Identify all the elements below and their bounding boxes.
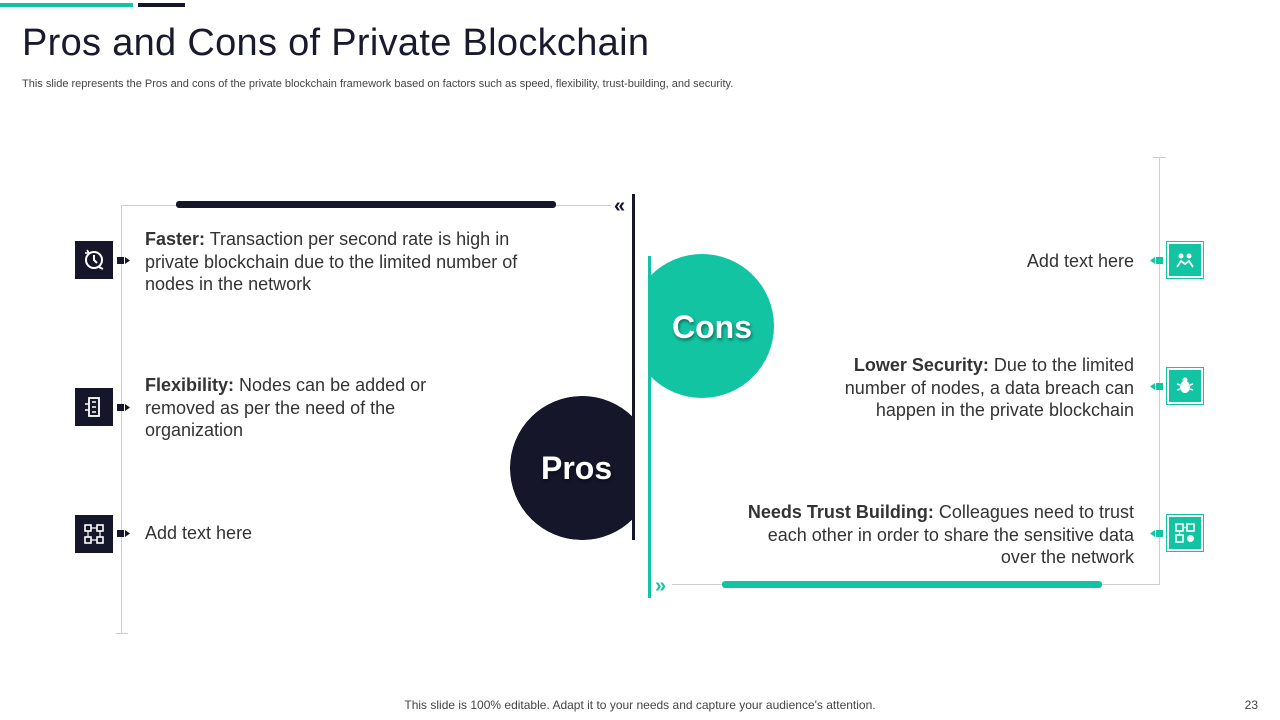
cons-item-1: Add text here <box>834 250 1134 273</box>
pros-item-icon-box <box>75 515 113 553</box>
cons-item-3: Needs Trust Building: Colleagues need to… <box>744 501 1134 569</box>
speed-clock-icon <box>85 249 104 270</box>
pros-item-2: Flexibility: Nodes can be added or remov… <box>145 374 435 442</box>
cons-top-cap <box>1153 157 1166 158</box>
pros-item-text: Add text here <box>145 523 253 543</box>
page-subtitle: This slide represents the Pros and cons … <box>22 78 734 90</box>
handshake-icon <box>1176 253 1194 268</box>
page-number: 23 <box>1244 698 1258 712</box>
pros-divider <box>632 194 635 540</box>
pros-chevron-icon: « <box>614 195 626 217</box>
blockchain-nodes-icon <box>85 397 100 417</box>
top-accent-teal <box>0 3 133 7</box>
cons-item-icon-box <box>1166 367 1204 405</box>
pros-item-icon-box <box>75 388 113 426</box>
security-bug-icon <box>1176 377 1194 393</box>
cons-item-text: Due to the limited number of nodes, a da… <box>844 355 1134 420</box>
page-title: Pros and Cons of Private Blockchain <box>22 22 650 64</box>
connector-arrow-icon <box>117 530 130 537</box>
pros-item-heading: Faster: <box>145 229 206 249</box>
cons-label: Cons <box>672 309 752 345</box>
cons-item-text: Add text here <box>1026 251 1134 271</box>
network-grid-icon <box>84 524 104 544</box>
pros-circle <box>510 396 654 540</box>
cons-item-heading: Needs Trust Building: <box>747 502 934 522</box>
footer-note: This slide is 100% editable. Adapt it to… <box>404 698 876 712</box>
pros-item-text: Nodes can be added or removed as per the… <box>145 375 427 440</box>
pros-item-text: Transaction per second rate is high in p… <box>145 229 518 294</box>
cons-footer-bar <box>722 581 1102 588</box>
cons-item-heading: Lower Security: <box>853 355 989 375</box>
pros-item-3: Add text here <box>145 522 445 545</box>
cons-item-2: Lower Security: Due to the limited numbe… <box>814 354 1134 422</box>
pros-item-heading: Flexibility: <box>145 375 235 395</box>
cons-chevron-icon: » <box>655 575 667 597</box>
cons-item-text: Colleagues need to trust each other in o… <box>767 502 1134 567</box>
pros-header-bar <box>176 201 556 208</box>
pros-label: Pros <box>541 450 613 486</box>
trust-network-icon <box>1175 523 1195 543</box>
connector-arrow-icon <box>1150 257 1163 264</box>
cons-item-icon-box <box>1166 514 1204 552</box>
connector-arrow-icon <box>117 404 130 411</box>
connector-arrow-icon <box>1150 530 1163 537</box>
top-accent-navy <box>138 3 185 7</box>
connector-arrow-icon <box>117 257 130 264</box>
pros-item-1: Faster: Transaction per second rate is h… <box>145 228 545 296</box>
cons-vertical-line <box>1159 158 1160 584</box>
cons-item-icon-box <box>1166 241 1204 279</box>
pros-item-icon-box <box>75 241 113 279</box>
connector-arrow-icon <box>1150 383 1163 390</box>
pros-vertical-line <box>121 205 122 633</box>
cons-circle <box>650 254 774 398</box>
cons-divider <box>648 256 651 598</box>
pros-top-cap <box>116 633 128 634</box>
